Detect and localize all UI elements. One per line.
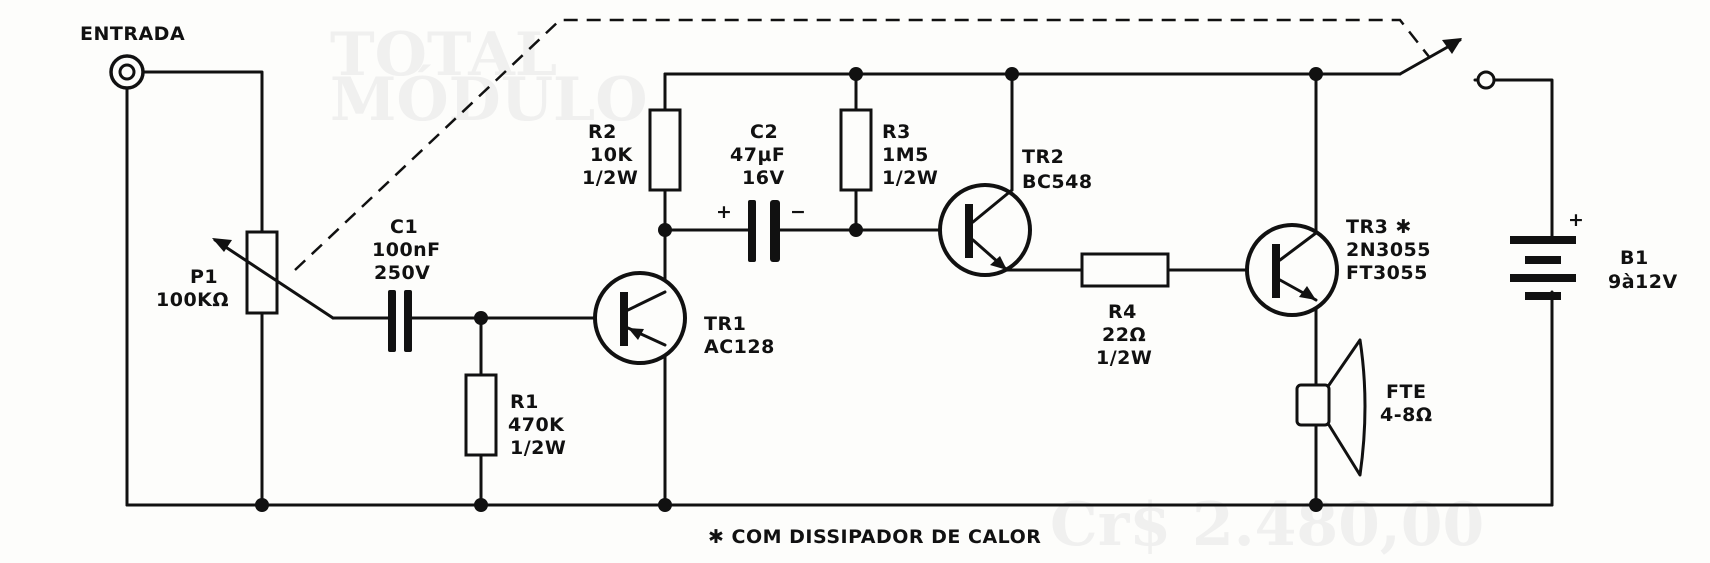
p1-name: P1 bbox=[190, 266, 218, 288]
battery-plus: + bbox=[1568, 209, 1584, 231]
tr2-name: TR2 bbox=[1022, 146, 1064, 168]
battery-name: B1 bbox=[1620, 247, 1649, 269]
r4-power: 1/2W bbox=[1096, 347, 1152, 369]
c1-rating: 250V bbox=[374, 262, 430, 284]
svg-text:MÓDULO: MÓDULO bbox=[330, 64, 648, 135]
speaker-value: 4-8Ω bbox=[1380, 404, 1432, 426]
junction-dots bbox=[255, 67, 1323, 512]
r2-value: 10K bbox=[590, 144, 633, 166]
p1-value: 100KΩ bbox=[156, 289, 229, 311]
transistor-tr2 bbox=[938, 183, 1032, 277]
c2-rating: 16V bbox=[742, 167, 785, 189]
r3-power: 1/2W bbox=[882, 167, 938, 189]
battery-value: 9à12V bbox=[1608, 271, 1678, 293]
speaker-fte bbox=[1295, 338, 1367, 477]
capacitor-c1 bbox=[388, 290, 412, 352]
r2-power: 1/2W bbox=[582, 167, 638, 189]
tr2-part: BC548 bbox=[1022, 171, 1093, 193]
gang-link bbox=[294, 18, 1431, 271]
svg-text:TOTAL: TOTAL bbox=[330, 20, 557, 90]
c2-plus: + bbox=[716, 201, 732, 223]
resistor-r1 bbox=[464, 373, 498, 457]
transistor-tr3 bbox=[1245, 223, 1339, 317]
c1-name: C1 bbox=[390, 216, 418, 238]
tr3-name: TR3 ✱ bbox=[1346, 216, 1412, 238]
resistor-r2 bbox=[648, 108, 682, 192]
r3-value: 1M5 bbox=[882, 144, 929, 166]
capacitor-c2 bbox=[748, 200, 780, 262]
c2-name: C2 bbox=[750, 121, 778, 143]
background-bleed: TOTAL MÓDULO Cr$ 2.480,00 bbox=[330, 20, 1484, 560]
speaker-name: FTE bbox=[1386, 381, 1426, 403]
switch-contact bbox=[1476, 70, 1496, 90]
switch-arrow-icon bbox=[1442, 38, 1462, 54]
r4-name: R4 bbox=[1108, 301, 1137, 323]
resistor-r4 bbox=[1080, 252, 1170, 288]
tr3-part: 2N3055 bbox=[1346, 239, 1431, 261]
r2-name: R2 bbox=[588, 121, 617, 143]
r1-value: 470K bbox=[508, 414, 565, 436]
r3-name: R3 bbox=[882, 121, 911, 143]
input-jack bbox=[109, 54, 145, 90]
r1-name: R1 bbox=[510, 391, 539, 413]
battery-b1 bbox=[1510, 236, 1576, 300]
tr1-part: AC128 bbox=[704, 336, 775, 358]
footnote: ✱ COM DISSIPADOR DE CALOR bbox=[708, 526, 1041, 548]
r4-value: 22Ω bbox=[1102, 324, 1146, 346]
tr1-name: TR1 bbox=[704, 313, 746, 335]
potentiometer-p1 bbox=[212, 230, 335, 320]
r1-power: 1/2W bbox=[510, 437, 566, 459]
c1-value: 100nF bbox=[372, 239, 441, 261]
tr3-alt: FT3055 bbox=[1346, 262, 1428, 284]
transistor-tr1 bbox=[593, 271, 687, 365]
input-label: ENTRADA bbox=[80, 23, 185, 45]
c2-value: 47µF bbox=[730, 144, 785, 166]
resistor-r3 bbox=[839, 108, 873, 192]
svg-text:Cr$ 2.480,00: Cr$ 2.480,00 bbox=[1050, 490, 1484, 560]
c2-minus: − bbox=[790, 201, 806, 223]
